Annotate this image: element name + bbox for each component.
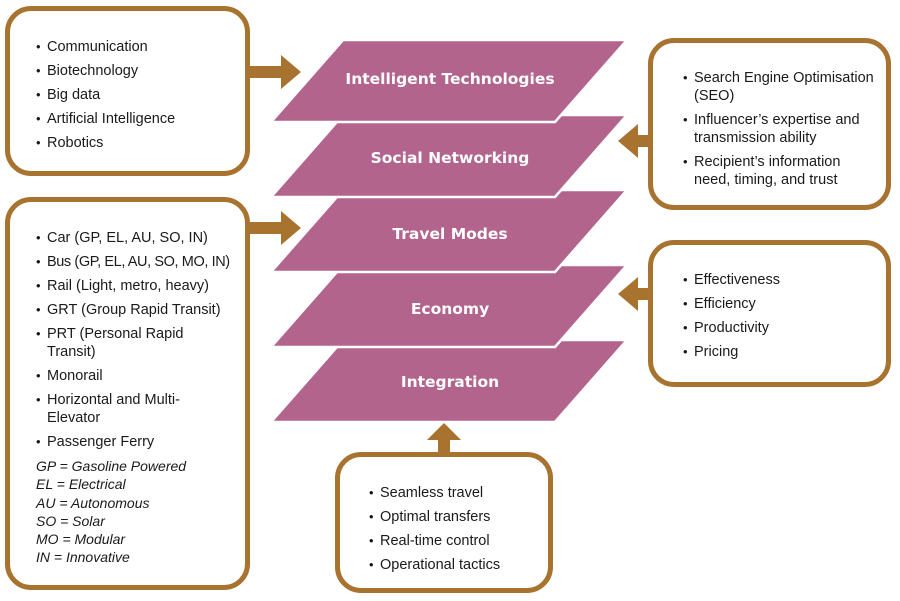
list-item: Recipient’s information need, timing, an… bbox=[683, 153, 878, 189]
list-item: PRT (Personal Rapid Transit) bbox=[36, 325, 197, 361]
list-item: Seamless travel bbox=[369, 484, 540, 502]
list-item: Rail (Light, metro, heavy) bbox=[36, 277, 235, 295]
layer-label-integration: Integration bbox=[400, 373, 500, 391]
list-item: Biotechnology bbox=[36, 62, 245, 80]
intelligent-technologies-list: Communication Biotechnology Big data Art… bbox=[36, 38, 245, 152]
list-item: Passenger Ferry bbox=[36, 433, 235, 451]
social-networking-list: Search Engine Optimisation (SEO) Influen… bbox=[683, 69, 878, 189]
list-item: Big data bbox=[36, 86, 245, 104]
box-economy: Effectiveness Efficiency Productivity Pr… bbox=[648, 240, 891, 387]
layer-label-economy: Economy bbox=[410, 300, 490, 318]
legend-entry: MO = Modular bbox=[36, 531, 126, 548]
list-item: Efficiency bbox=[683, 295, 878, 313]
list-item: Influencer’s expertise and transmission … bbox=[683, 111, 878, 147]
box-integration: Seamless travel Optimal transfers Real-t… bbox=[335, 452, 553, 593]
travel-modes-list: Car (GP, EL, AU, SO, IN) Bus (GP, EL, AU… bbox=[36, 229, 235, 451]
arrow-left-icon bbox=[618, 124, 652, 158]
legend-entry: IN = Innovative bbox=[36, 549, 130, 566]
list-item: Real-time control bbox=[369, 532, 540, 550]
arrow-up-icon bbox=[427, 423, 461, 456]
list-item: GRT (Group Rapid Transit) bbox=[36, 301, 235, 319]
list-item: Communication bbox=[36, 38, 245, 56]
abbreviation-legend: GP = Gasoline Powered EL = Electrical AU… bbox=[36, 457, 235, 567]
list-item: Operational tactics bbox=[369, 556, 540, 574]
box-travel-modes: Car (GP, EL, AU, SO, IN) Bus (GP, EL, AU… bbox=[5, 197, 250, 590]
list-item: Search Engine Optimisation (SEO) bbox=[683, 69, 878, 105]
list-item: Robotics bbox=[36, 134, 245, 152]
list-item: Bus (GP, EL, AU, SO, MO, IN) bbox=[36, 253, 235, 271]
list-item: Productivity bbox=[683, 319, 878, 337]
layer-label-social-networking: Social Networking bbox=[370, 149, 530, 167]
list-item: Monorail bbox=[36, 367, 235, 385]
arrow-left-icon bbox=[618, 277, 652, 311]
list-item: Artificial Intelligence bbox=[36, 110, 245, 128]
legend-entry: EL = Electrical bbox=[36, 476, 126, 493]
layer-intelligent-technologies bbox=[268, 38, 630, 124]
integration-list: Seamless travel Optimal transfers Real-t… bbox=[369, 484, 540, 574]
layer-label-intelligent-technologies: Intelligent Technologies bbox=[345, 70, 555, 88]
list-item: Effectiveness bbox=[683, 271, 878, 289]
list-item: Horizontal and Multi-Elevator bbox=[36, 391, 207, 427]
list-item: Car (GP, EL, AU, SO, IN) bbox=[36, 229, 235, 247]
box-intelligent-technologies: Communication Biotechnology Big data Art… bbox=[5, 6, 250, 176]
arrow-right-icon bbox=[248, 211, 301, 245]
legend-entry: AU = Autonomous bbox=[36, 494, 150, 511]
box-social-networking: Search Engine Optimisation (SEO) Influen… bbox=[648, 38, 891, 210]
list-item: Pricing bbox=[683, 343, 878, 361]
economy-list: Effectiveness Efficiency Productivity Pr… bbox=[683, 271, 878, 361]
legend-entry: GP = Gasoline Powered bbox=[36, 458, 187, 474]
list-item: Optimal transfers bbox=[369, 508, 540, 526]
layer-label-travel-modes: Travel Modes bbox=[392, 225, 508, 243]
arrow-right-icon bbox=[248, 55, 301, 89]
legend-entry: SO = Solar bbox=[36, 512, 105, 529]
